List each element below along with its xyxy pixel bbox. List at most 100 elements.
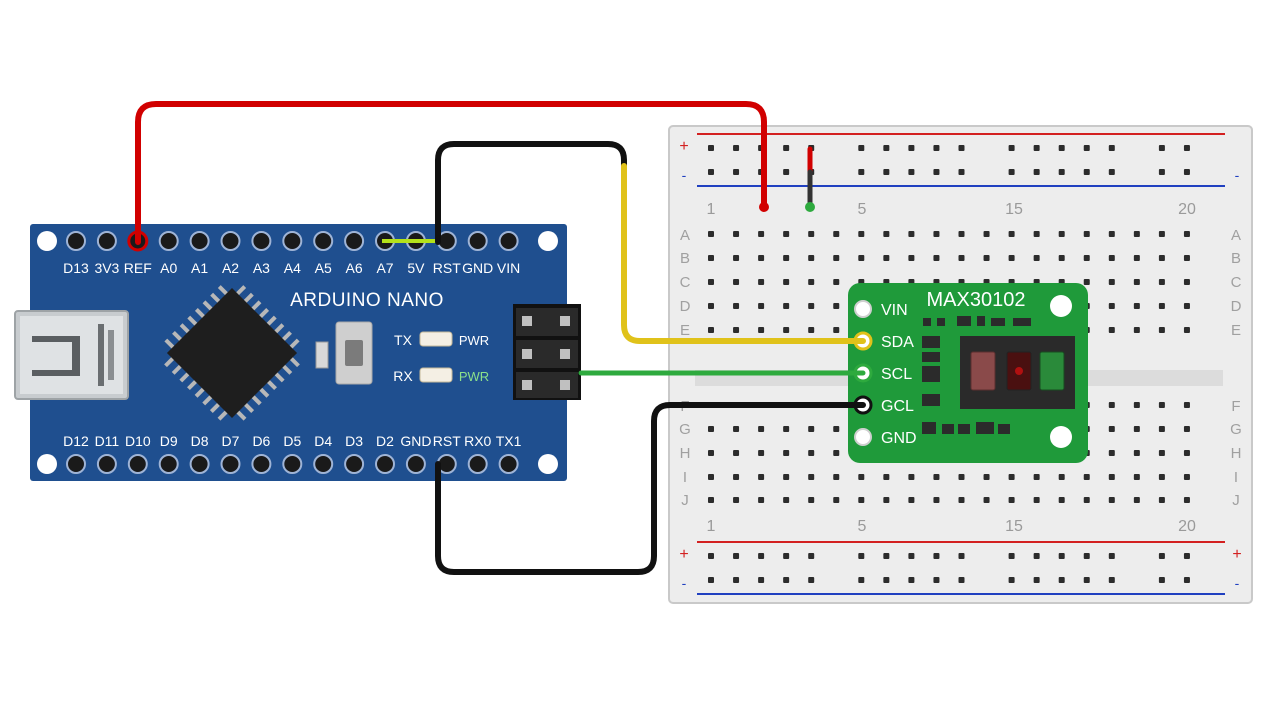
breadboard-hole[interactable] <box>1183 426 1190 432</box>
breadboard-hole[interactable] <box>758 231 765 237</box>
breadboard-hole[interactable] <box>758 497 765 503</box>
arduino-top-header[interactable] <box>66 230 519 252</box>
breadboard-hole[interactable] <box>708 279 714 285</box>
breadboard-hole[interactable] <box>708 303 714 309</box>
rail-hole[interactable] <box>783 145 790 151</box>
header-pin-bottom-rx0[interactable] <box>467 454 488 474</box>
breadboard-hole[interactable] <box>1008 474 1015 480</box>
icsp-header[interactable] <box>513 304 581 400</box>
rail-hole[interactable] <box>1158 577 1165 583</box>
rail-hole[interactable] <box>708 553 714 559</box>
rail-hole[interactable] <box>1108 577 1115 583</box>
rail-hole[interactable] <box>708 169 714 175</box>
breadboard-hole[interactable] <box>758 303 765 309</box>
header-pin-top-3v3[interactable] <box>96 231 117 251</box>
rail-hole[interactable] <box>958 169 965 175</box>
rail-hole[interactable] <box>1083 577 1090 583</box>
breadboard-hole[interactable] <box>933 231 940 237</box>
yellow-sda-wire[interactable] <box>621 163 866 344</box>
black-rst-wire[interactable] <box>435 141 627 245</box>
breadboard-hole[interactable] <box>1033 474 1040 480</box>
rail-hole[interactable] <box>1183 577 1190 583</box>
breadboard-hole[interactable] <box>808 474 815 480</box>
red-power-wire[interactable] <box>135 101 767 245</box>
breadboard-hole[interactable] <box>808 255 815 261</box>
black-gnd-wire[interactable] <box>435 402 866 575</box>
rail-hole[interactable] <box>908 553 915 559</box>
rail-hole[interactable] <box>1033 145 1040 151</box>
breadboard-hole[interactable] <box>833 450 840 456</box>
rail-hole[interactable] <box>883 169 890 175</box>
breadboard-hole[interactable] <box>783 231 790 237</box>
header-pin-bottom-d12[interactable] <box>66 454 86 474</box>
rail-hole[interactable] <box>858 553 865 559</box>
breadboard-hole[interactable] <box>1058 231 1065 237</box>
rail-hole[interactable] <box>1108 553 1115 559</box>
breadboard-hole[interactable] <box>708 474 714 480</box>
rail-hole[interactable] <box>1158 169 1165 175</box>
header-pin-bottom-d10[interactable] <box>127 454 148 474</box>
header-pin-top-d13[interactable] <box>66 231 86 251</box>
breadboard-hole[interactable] <box>1058 474 1065 480</box>
breadboard-hole[interactable] <box>983 255 990 261</box>
rail-hole[interactable] <box>1008 169 1015 175</box>
rail-hole[interactable] <box>883 553 890 559</box>
breadboard-hole[interactable] <box>1133 426 1140 432</box>
breadboard-hole[interactable] <box>1108 450 1115 456</box>
breadboard-hole[interactable] <box>1033 497 1040 503</box>
rail-hole[interactable] <box>1058 553 1065 559</box>
breadboard-hole[interactable] <box>783 303 790 309</box>
header-pin-top-a3[interactable] <box>251 231 272 251</box>
header-pin-bottom-d8[interactable] <box>189 454 210 474</box>
breadboard-hole[interactable] <box>833 497 840 503</box>
rail-hole[interactable] <box>1183 553 1190 559</box>
breadboard-hole[interactable] <box>1008 255 1015 261</box>
breadboard-hole[interactable] <box>1108 497 1115 503</box>
usb-mini-connector[interactable] <box>14 310 129 400</box>
breadboard-hole[interactable] <box>733 426 740 432</box>
breadboard-hole[interactable] <box>708 450 714 456</box>
rail-hole[interactable] <box>1083 145 1090 151</box>
header-pin-bottom-d2[interactable] <box>375 454 395 474</box>
breadboard-hole[interactable] <box>783 474 790 480</box>
breadboard-hole[interactable] <box>808 231 815 237</box>
rail-hole[interactable] <box>783 169 790 175</box>
breadboard-hole[interactable] <box>1008 231 1015 237</box>
header-pin-bottom-d5[interactable] <box>282 454 303 474</box>
rail-hole[interactable] <box>883 145 890 151</box>
breadboard-hole[interactable] <box>858 497 865 503</box>
rail-hole[interactable] <box>858 145 865 151</box>
breadboard-hole[interactable] <box>833 426 840 432</box>
rail-hole[interactable] <box>808 577 815 583</box>
breadboard-hole[interactable] <box>1158 497 1165 503</box>
breadboard-hole[interactable] <box>808 426 815 432</box>
header-pin-bottom-d6[interactable] <box>251 454 272 474</box>
rail-hole[interactable] <box>1058 145 1065 151</box>
breadboard-hole[interactable] <box>808 497 815 503</box>
rail-hole[interactable] <box>783 577 790 583</box>
rail-hole[interactable] <box>758 553 765 559</box>
rail-hole[interactable] <box>1008 553 1015 559</box>
breadboard-hole[interactable] <box>883 255 890 261</box>
sensor-pin-gnd[interactable] <box>854 428 872 446</box>
breadboard-hole[interactable] <box>833 231 840 237</box>
breadboard-hole[interactable] <box>733 327 740 333</box>
rail-hole[interactable] <box>733 145 740 151</box>
breadboard-hole[interactable] <box>1108 255 1115 261</box>
header-pin-bottom-d4[interactable] <box>313 454 334 474</box>
breadboard-hole[interactable] <box>1158 474 1165 480</box>
breadboard-hole[interactable] <box>1158 402 1165 408</box>
header-pin-top-a5[interactable] <box>313 231 334 251</box>
breadboard-hole[interactable] <box>1133 303 1140 309</box>
breadboard-hole[interactable] <box>833 303 840 309</box>
breadboard-hole[interactable] <box>708 255 714 261</box>
breadboard-hole[interactable] <box>958 255 965 261</box>
breadboard-hole[interactable] <box>1108 327 1115 333</box>
breadboard-hole[interactable] <box>1133 402 1140 408</box>
breadboard-hole[interactable] <box>833 279 840 285</box>
rail-hole[interactable] <box>783 553 790 559</box>
header-pin-bottom-d7[interactable] <box>220 454 241 474</box>
rail-hole[interactable] <box>733 169 740 175</box>
breadboard-hole[interactable] <box>1133 450 1140 456</box>
breadboard-hole[interactable] <box>1183 303 1190 309</box>
